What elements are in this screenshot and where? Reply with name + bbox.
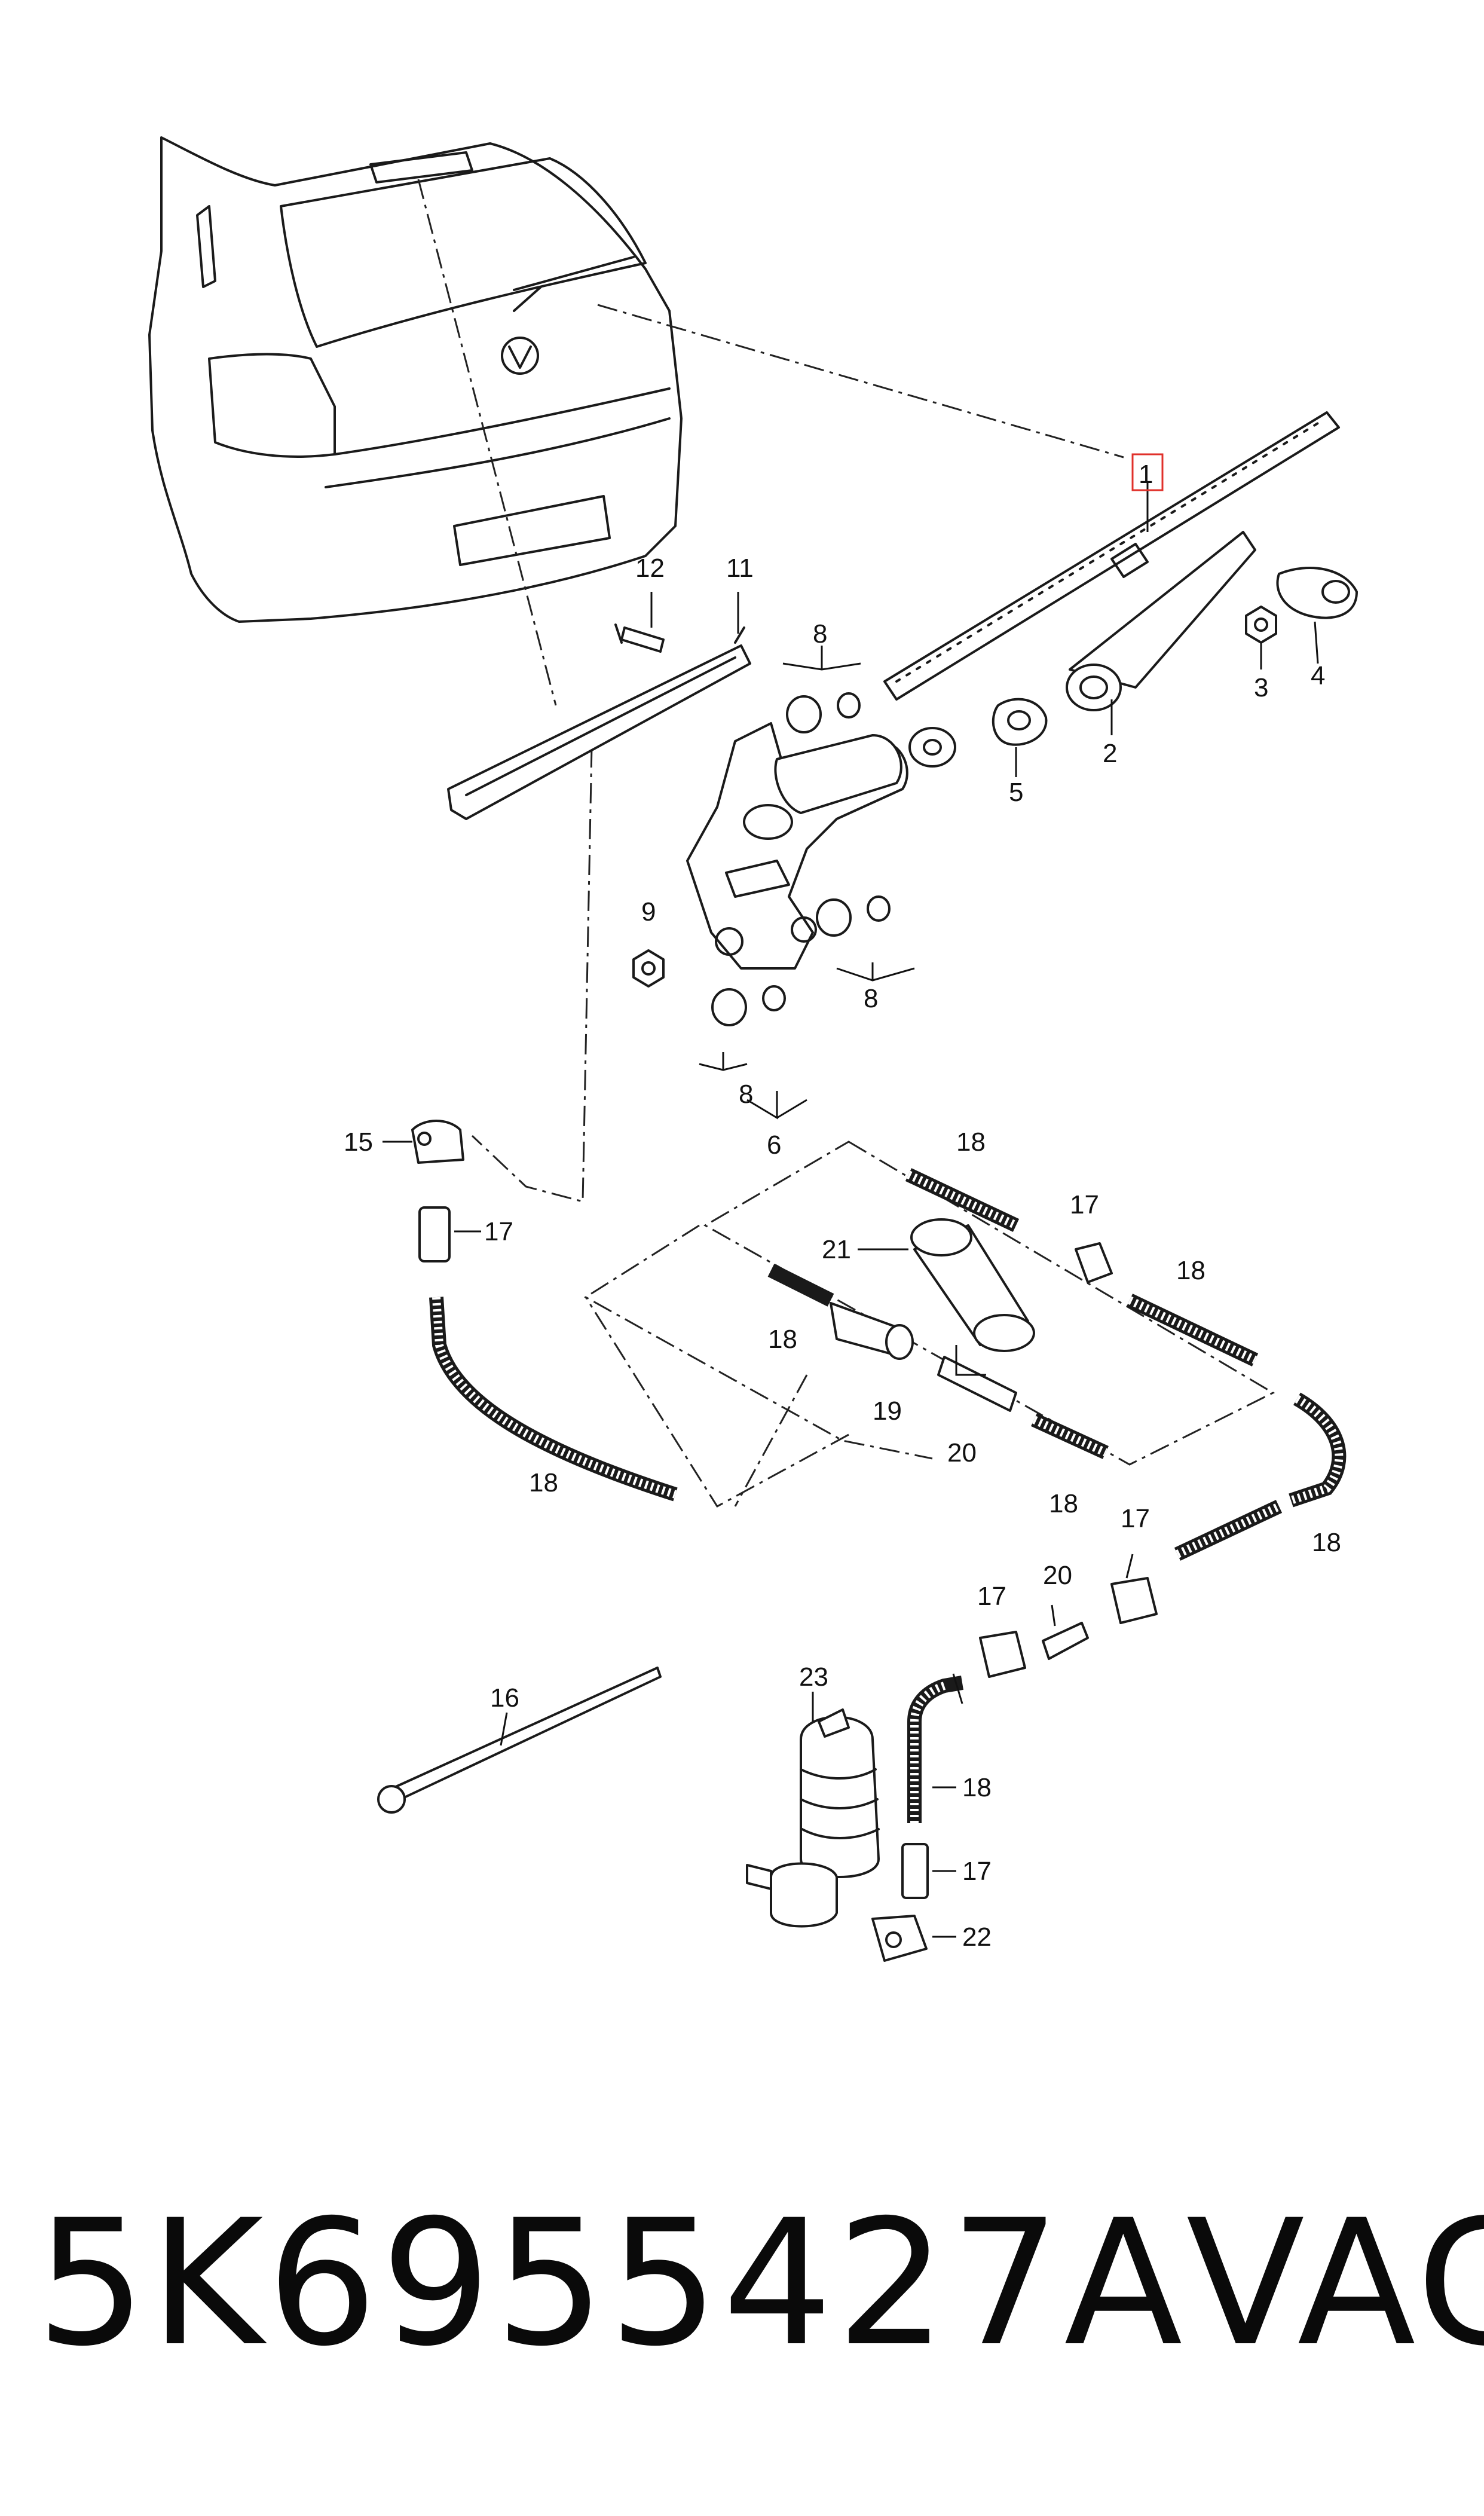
part-21-insulating-sleeve[interactable] (910, 1218, 1035, 1352)
callout-2: 2 (1103, 739, 1117, 768)
part-8-grommets[interactable] (711, 692, 891, 1026)
callout-17-left: 17 (484, 1217, 513, 1246)
part-18-hoses[interactable] (429, 1168, 1347, 1823)
callout-1-highlight-box (1131, 453, 1164, 491)
callout-8-right: 8 (864, 984, 878, 1013)
part-3-nut[interactable] (1245, 606, 1277, 644)
part-22-elbow-connector[interactable] (871, 1915, 928, 1962)
callout-20-lower: 20 (1043, 1561, 1072, 1590)
exploded-parts-diagram: 1 2 3 4 5 6 8 8 8 9 11 12 15 16 17 17 17… (148, 136, 1358, 1962)
part-number-footer: 5K6955427A VAG (36, 2176, 1484, 2391)
car-rear-illustration (148, 136, 683, 623)
callout-4: 4 (1311, 661, 1325, 690)
callout-21: 21 (822, 1235, 851, 1264)
part-6-wiper-motor[interactable] (686, 722, 908, 970)
callout-6: 6 (767, 1130, 781, 1160)
callout-18-pump: 18 (962, 1773, 992, 1802)
callout-1: 1 (1139, 460, 1153, 489)
part-23-washer-pump[interactable] (746, 1708, 880, 1928)
callout-20-box: 20 (947, 1438, 977, 1468)
callout-19: 19 (873, 1396, 902, 1426)
callout-15: 15 (344, 1127, 373, 1157)
part-4-cap[interactable] (1276, 567, 1358, 619)
part-19-coupling[interactable] (830, 1302, 914, 1360)
callout-8-bottom: 8 (739, 1080, 753, 1109)
callout-18-left-hose: 18 (529, 1468, 558, 1497)
callout-5: 5 (1009, 778, 1023, 807)
callout-18-box-bottom: 18 (1049, 1489, 1078, 1518)
callout-8-top: 8 (813, 619, 827, 649)
callout-3: 3 (1254, 673, 1268, 702)
reference-lines (417, 179, 1275, 1508)
part-2-wiper-arm[interactable] (1066, 531, 1256, 711)
callout-17-lower: 17 (977, 1582, 1006, 1611)
part-9-nut[interactable] (632, 949, 665, 988)
callout-9: 9 (641, 897, 656, 927)
part-15-nozzle[interactable] (411, 1120, 464, 1164)
callout-18-right: 18 (1312, 1528, 1341, 1557)
callout-22: 22 (962, 1922, 992, 1952)
part-20-valves[interactable] (937, 1356, 1089, 1660)
callout-17-top: 17 (1070, 1190, 1099, 1219)
part-number: 5K6955427A (36, 2182, 1186, 2384)
part-11-cover[interactable] (447, 626, 751, 820)
brand-name: VAG (1186, 2182, 1484, 2384)
part-17-connectors[interactable] (418, 1206, 1158, 1899)
callout-17-mid: 17 (1121, 1504, 1150, 1533)
callout-12: 12 (635, 554, 665, 583)
callout-18-top: 18 (956, 1127, 986, 1157)
callout-18-upper-right: 18 (1176, 1256, 1205, 1285)
leader-lines (383, 481, 1319, 1938)
part-5-seals[interactable] (908, 698, 1048, 768)
callout-16: 16 (490, 1683, 519, 1713)
callout-labels: 1 2 3 4 5 6 8 8 8 9 11 12 15 16 17 17 17… (344, 460, 1341, 1952)
part-12-bolt[interactable] (614, 623, 665, 653)
part-1-wiper-blade[interactable] (883, 411, 1340, 701)
callout-23: 23 (799, 1662, 828, 1692)
callout-11: 11 (726, 554, 754, 583)
part-16-cable-tie[interactable] (377, 1667, 662, 1814)
callout-17-bottom: 17 (962, 1857, 992, 1886)
callout-18-box-left: 18 (768, 1325, 797, 1354)
